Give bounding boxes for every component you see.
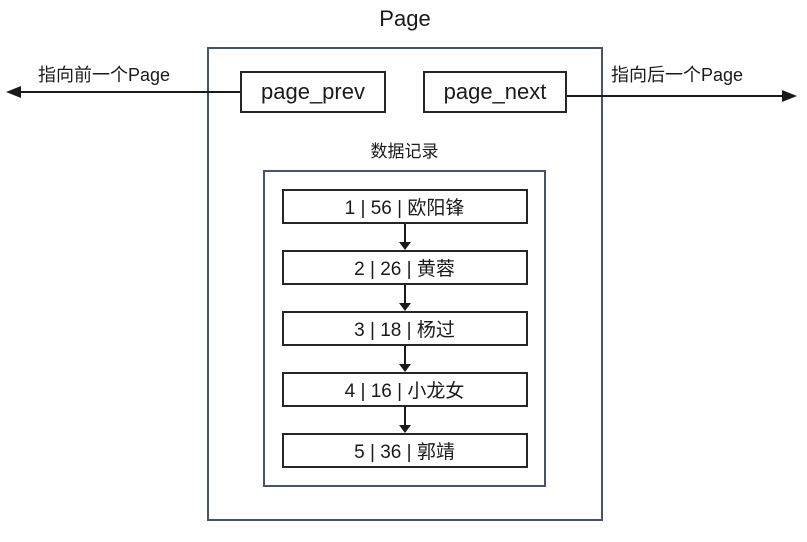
record-link-arrow (398, 407, 411, 433)
page-next-label: page_next (443, 79, 547, 104)
next-pointer-annotation: 指向后一个Page (611, 65, 744, 85)
arrow-shaft (403, 285, 406, 303)
arrow-down-icon (398, 425, 411, 433)
arrow-shaft (403, 224, 406, 242)
record-box: 1 | 56 | 欧阳锋 (281, 189, 528, 224)
next-pointer-line (567, 95, 785, 97)
record-box: 4 | 16 | 小龙女 (281, 372, 528, 407)
page-next-box: page_next (423, 71, 567, 113)
arrow-right-icon (782, 90, 797, 102)
record-box: 2 | 26 | 黄蓉 (281, 250, 528, 285)
record-box: 5 | 36 | 郭靖 (281, 433, 528, 468)
page-prev-box: page_prev (240, 71, 386, 113)
arrow-down-icon (398, 303, 411, 311)
page-prev-label: page_prev (261, 79, 365, 104)
prev-pointer-line (18, 91, 240, 93)
arrow-down-icon (398, 242, 411, 250)
arrow-down-icon (398, 364, 411, 372)
record-box: 3 | 18 | 杨过 (281, 311, 528, 346)
record-text: 5 | 36 | 郭靖 (354, 442, 455, 463)
arrow-shaft (403, 346, 406, 364)
record-text: 4 | 16 | 小龙女 (344, 381, 465, 402)
record-text: 2 | 26 | 黄蓉 (354, 259, 455, 280)
prev-pointer-annotation: 指向前一个Page (38, 65, 171, 85)
arrow-left-icon (6, 86, 21, 98)
record-text: 1 | 56 | 欧阳锋 (344, 198, 465, 219)
record-link-arrow (398, 224, 411, 250)
records-section-title: 数据记录 (370, 142, 439, 161)
record-link-arrow (398, 285, 411, 311)
page-title: Page (379, 6, 431, 31)
record-link-arrow (398, 346, 411, 372)
records-list: 1 | 56 | 欧阳锋 2 | 26 | 黄蓉 3 | 18 | 杨过 4 |… (263, 170, 546, 487)
arrow-shaft (403, 407, 406, 425)
record-text: 3 | 18 | 杨过 (354, 320, 455, 341)
